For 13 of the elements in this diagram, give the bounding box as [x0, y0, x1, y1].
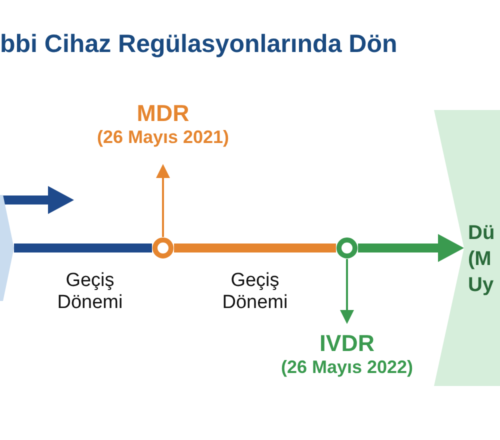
milestone-name: MDR	[136, 100, 190, 127]
milestone-date: (26 Mayıs 2021)	[96, 127, 230, 148]
milestone-name: IVDR	[318, 330, 376, 357]
timeline-line	[14, 244, 152, 252]
arrow	[358, 234, 464, 262]
milestone-date: (26 Mayıs 2022)	[280, 357, 414, 378]
timeline-line	[174, 244, 336, 252]
title: bbi Cihaz Regülasyonlarında Dön	[0, 30, 398, 59]
period-label: Geçiş Dönemi	[56, 270, 124, 314]
period-label: Geçiş Dönemi	[221, 270, 289, 314]
arrow	[156, 164, 170, 237]
band-text: Dü (M Uy	[468, 221, 496, 298]
arrow	[340, 259, 354, 324]
